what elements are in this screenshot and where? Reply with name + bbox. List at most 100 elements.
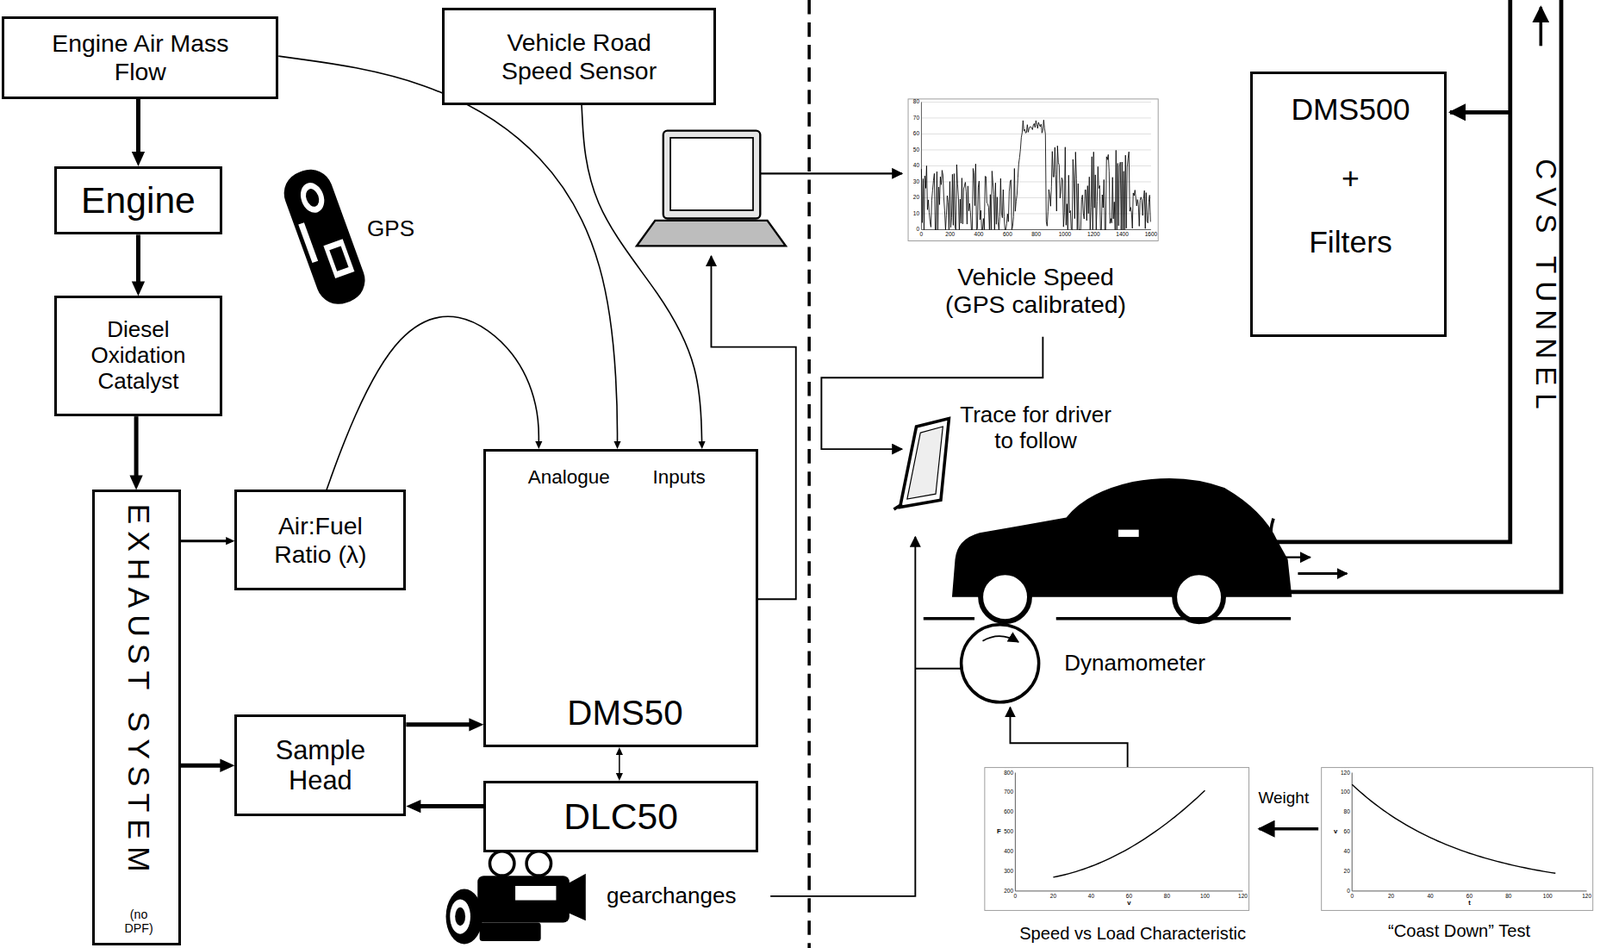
tick-label: 100 bbox=[1200, 892, 1210, 899]
connector bbox=[278, 56, 621, 449]
data-wire bbox=[915, 667, 962, 670]
tick-label: 300 bbox=[1003, 867, 1014, 874]
chart-frame bbox=[984, 767, 1250, 911]
ellipse-shape bbox=[303, 186, 322, 209]
connector-line bbox=[180, 763, 222, 768]
arrowhead bbox=[129, 474, 143, 490]
tick-label: 60 bbox=[1126, 892, 1133, 899]
dynamometer-roller bbox=[961, 624, 1040, 703]
node-text: Engine Air Mass Flow bbox=[37, 29, 243, 86]
rect-shape bbox=[277, 162, 372, 311]
grid-line bbox=[921, 149, 1151, 150]
arrowhead bbox=[219, 759, 235, 772]
rect-shape bbox=[515, 885, 556, 901]
tick-label: 1000 bbox=[1058, 231, 1071, 238]
sensor-box: Engine Air Mass Flow bbox=[1, 16, 279, 100]
rect-shape bbox=[663, 130, 761, 219]
node-text: DMS500 bbox=[1290, 92, 1410, 128]
gps-icon bbox=[277, 162, 372, 311]
connector-line bbox=[180, 539, 228, 542]
car-silhouette bbox=[923, 478, 1293, 622]
connector-line bbox=[136, 99, 141, 153]
tick-label: 20 bbox=[913, 194, 920, 201]
arrowhead bbox=[225, 536, 235, 545]
load-curve bbox=[1052, 790, 1205, 878]
label: “Coast Down” Test bbox=[1388, 921, 1531, 942]
tick-label: 700 bbox=[1003, 789, 1014, 796]
tick-label: v bbox=[1126, 899, 1131, 908]
tick-label: 100 bbox=[1543, 892, 1553, 899]
sensor-box: Air:Fuel Ratio (λ) bbox=[234, 489, 406, 590]
chart-axis bbox=[1014, 772, 1243, 891]
label: Vehicle Speed (GPS calibrated) bbox=[940, 262, 1131, 319]
tick-label: 200 bbox=[945, 231, 955, 238]
connector bbox=[616, 747, 623, 781]
node-text: Vehicle Road Speed Sensor bbox=[477, 28, 682, 85]
video-camera-icon bbox=[446, 851, 586, 945]
circle-shape bbox=[980, 572, 1030, 622]
tick-label: 0 bbox=[1346, 887, 1351, 894]
tick-label: 120 bbox=[1340, 769, 1351, 776]
laptop-icon bbox=[636, 130, 786, 247]
tick-label: 0 bbox=[1350, 892, 1354, 899]
tick-label: 80 bbox=[1164, 892, 1171, 899]
arrowhead bbox=[405, 799, 421, 813]
grid-line bbox=[921, 133, 1151, 135]
node-text: Inputs bbox=[653, 466, 706, 489]
grid-line bbox=[921, 165, 1151, 167]
connector bbox=[129, 416, 143, 490]
connector bbox=[405, 799, 484, 813]
connector-line bbox=[136, 234, 141, 282]
chart-axis bbox=[1351, 772, 1587, 891]
divider-line bbox=[807, 0, 811, 948]
tick-label: 400 bbox=[974, 231, 984, 238]
flow-arrow bbox=[1539, 6, 1544, 46]
rect-shape bbox=[479, 922, 542, 941]
arrowhead bbox=[698, 441, 706, 449]
ellipse-shape bbox=[296, 179, 329, 216]
node-text: Air:Fuel Ratio (λ) bbox=[254, 511, 387, 568]
grid-line bbox=[921, 101, 1151, 103]
tick-label: 30 bbox=[913, 178, 920, 185]
tick-label: 200 bbox=[1003, 887, 1014, 894]
arrowhead bbox=[613, 441, 621, 449]
connector-line bbox=[581, 105, 703, 443]
instrument-box: AnalogueInputsDMS50 bbox=[483, 448, 759, 748]
exhaust-arrow bbox=[1280, 555, 1310, 558]
tick-label: 800 bbox=[1031, 231, 1041, 238]
connector-line bbox=[278, 56, 617, 443]
arrowhead bbox=[131, 280, 145, 296]
driver-display bbox=[893, 418, 949, 510]
tick-label: 0 bbox=[915, 226, 920, 233]
tick-label: F bbox=[996, 828, 1002, 836]
data-wire bbox=[1009, 707, 1127, 768]
tick-label: 80 bbox=[1505, 892, 1512, 899]
tick-label: 120 bbox=[1581, 892, 1592, 899]
tick-label: 120 bbox=[1238, 892, 1248, 899]
tick-label: 80 bbox=[913, 99, 920, 106]
polygon-shape bbox=[636, 220, 786, 247]
chart-frame bbox=[908, 99, 1158, 242]
circle-shape bbox=[526, 851, 551, 876]
tick-label: 1200 bbox=[1087, 231, 1100, 238]
tick-label: 600 bbox=[1002, 231, 1013, 238]
connector bbox=[131, 99, 145, 167]
connector-line bbox=[618, 753, 621, 774]
instrument-box: DMS500+Filters bbox=[1250, 71, 1448, 337]
coast-down-curve bbox=[1351, 784, 1556, 873]
label: Speed vs Load Characteristic bbox=[1019, 923, 1246, 944]
process-box: Engine bbox=[54, 166, 223, 235]
rect-shape bbox=[298, 222, 318, 263]
tick-label: 10 bbox=[913, 210, 920, 217]
sensor-box: Vehicle Road Speed Sensor bbox=[442, 7, 717, 106]
connector bbox=[131, 234, 145, 296]
tick-label: 100 bbox=[1340, 789, 1351, 796]
node-text: Engine bbox=[80, 179, 196, 222]
tick-label: 70 bbox=[913, 114, 920, 121]
process-box: Sample Head bbox=[234, 714, 406, 816]
process-box: Diesel Oxidation Catalyst bbox=[54, 295, 223, 417]
tick-label: 800 bbox=[1003, 769, 1014, 776]
circle-shape bbox=[489, 851, 514, 876]
polygon-shape bbox=[900, 418, 950, 508]
